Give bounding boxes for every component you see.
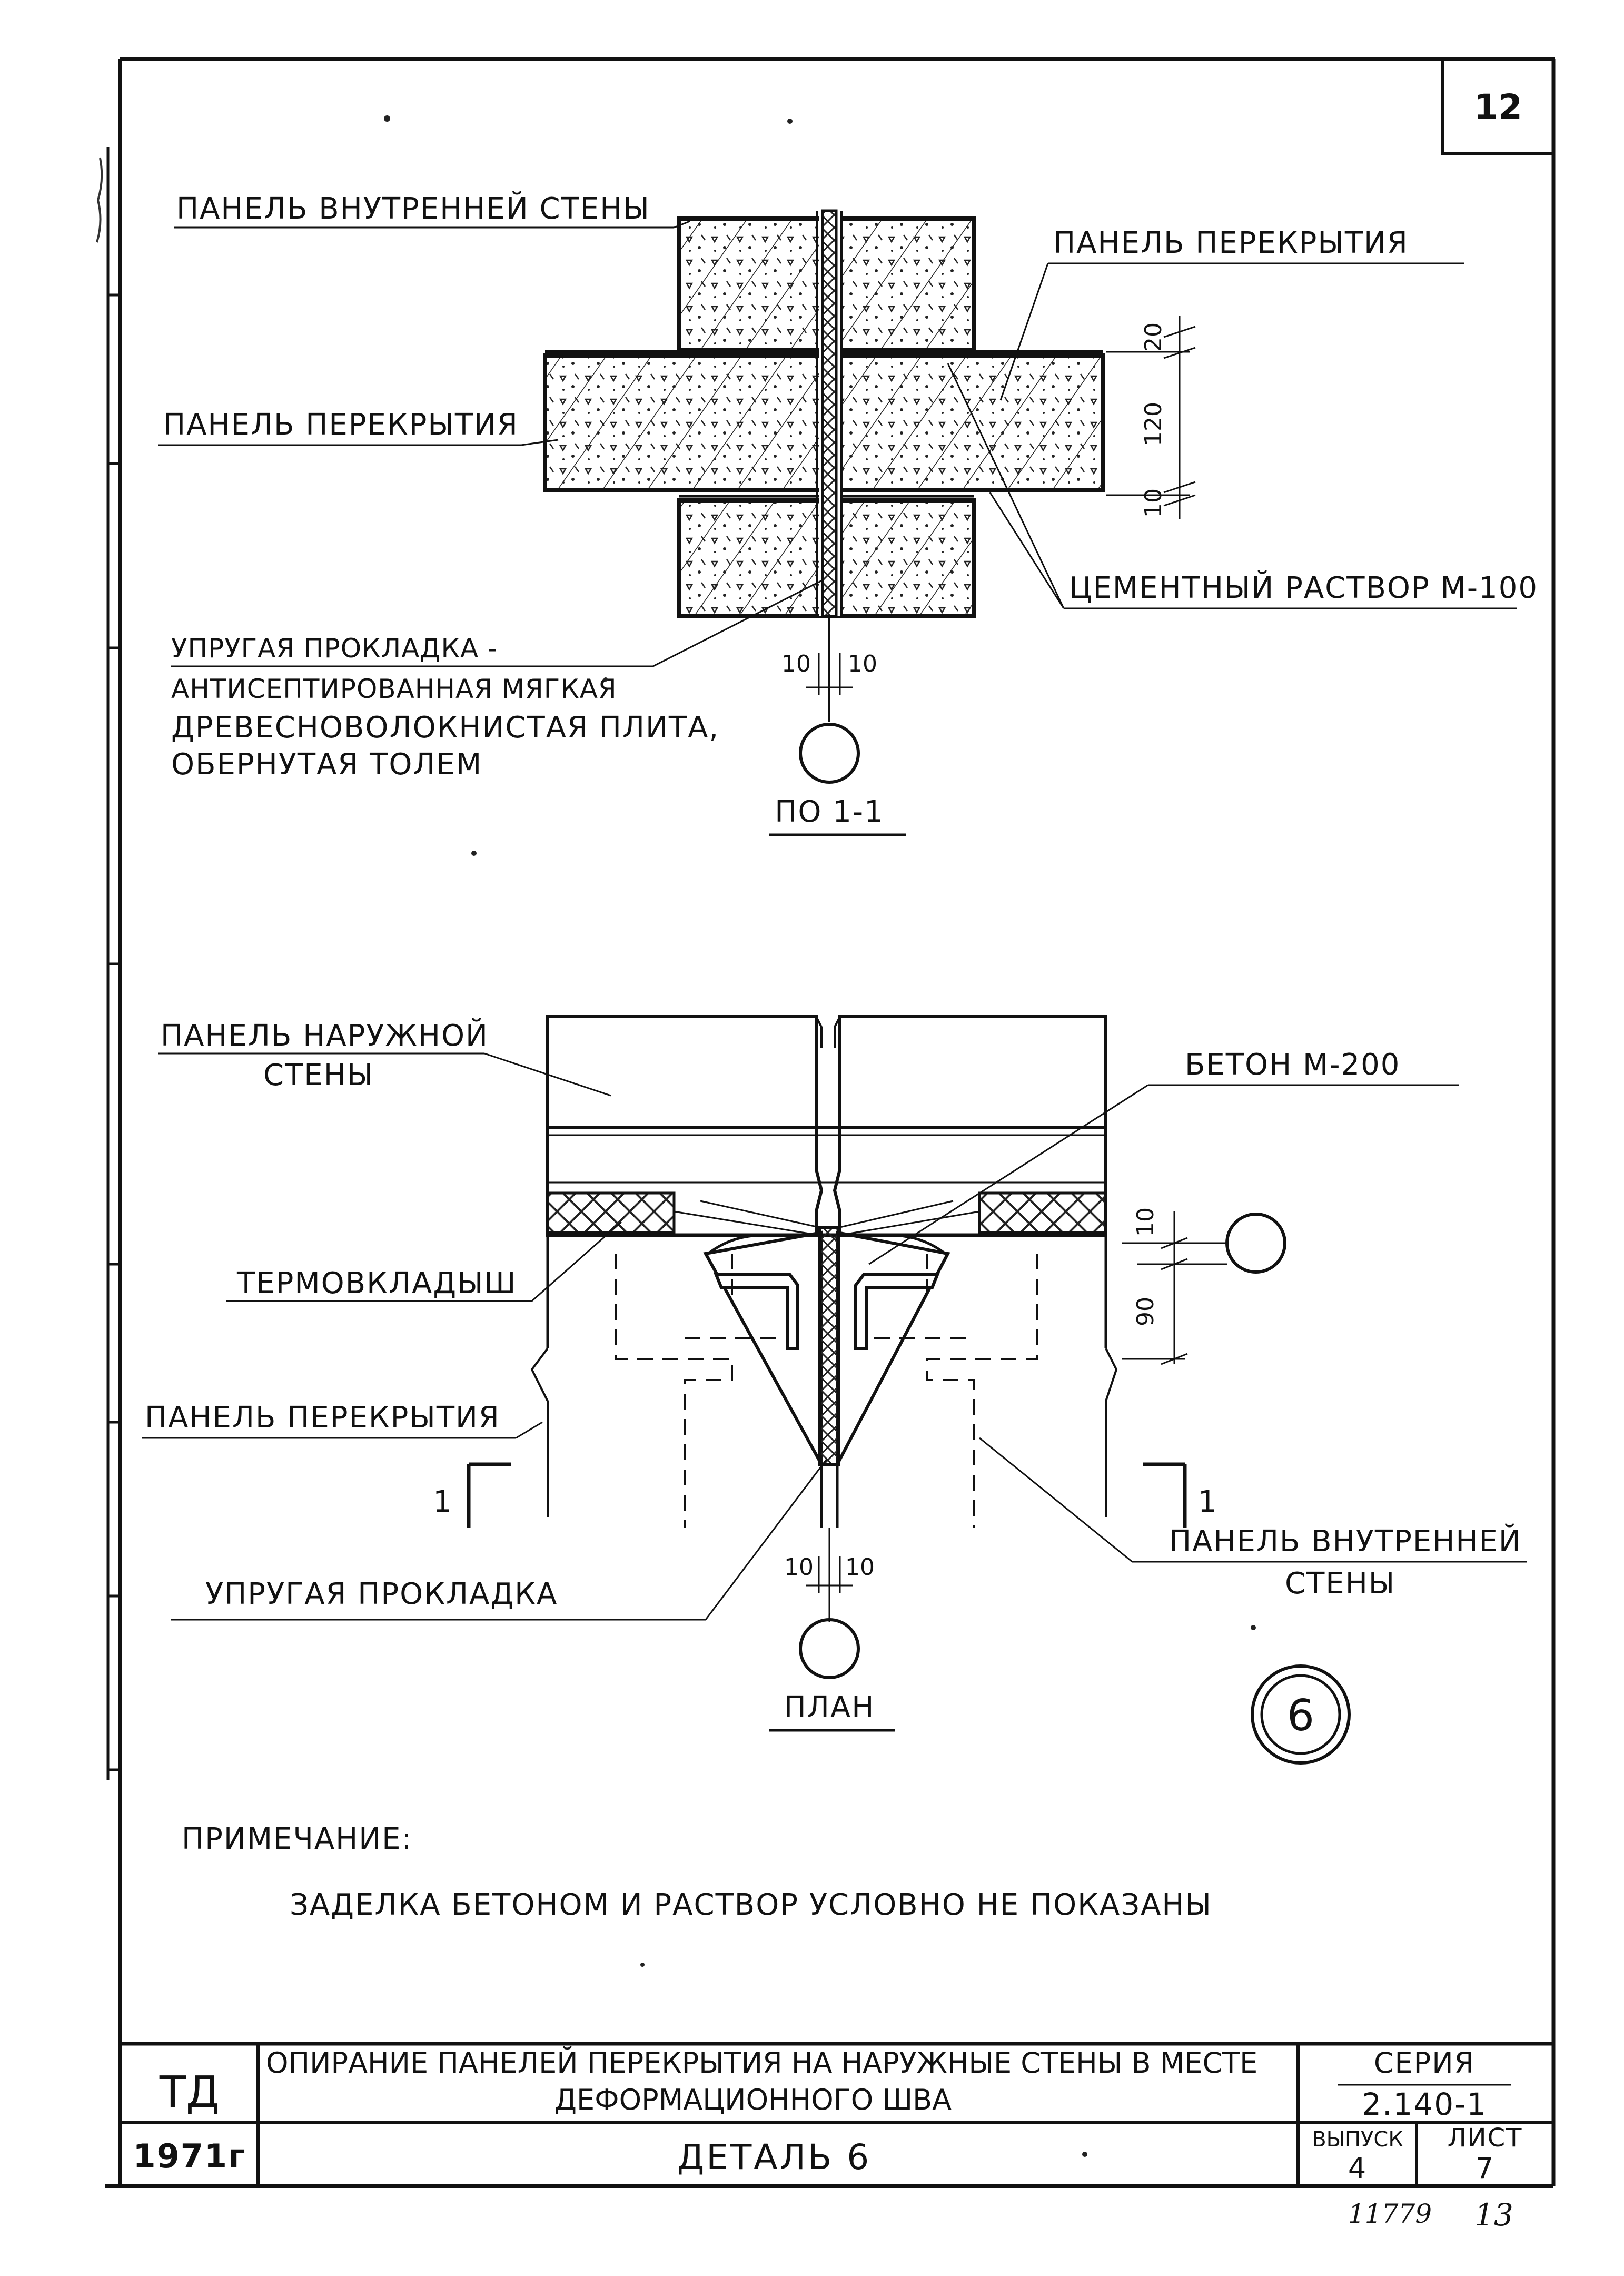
title-line1: ОПИРАНИЕ ПАНЕЛЕЙ ПЕРЕКРЫТИЯ НА НАРУЖНЫЕ … [266,2046,1257,2080]
label-gasket-line2: АНТИСЕПТИРОВАННАЯ МЯГКАЯ [171,674,617,704]
title-line2: ДЕФОРМАЦИОННОГО ШВА [554,2083,952,2116]
dim-120: 120 [1140,402,1167,446]
label-gasket-plan: УПРУГАЯ ПРОКЛАДКА [205,1577,558,1611]
section-view: 10 10 20 120 10 ПАНЕЛЬ ВНУТРЕННЕЙ СТЕНЫ … [158,191,1538,836]
plan-title: ПЛАН [784,1690,875,1725]
section-title: ПО 1-1 [775,795,884,829]
label-thermal-insert: ТЕРМОВКЛАДЫШ [236,1266,517,1300]
note: ПРИМЕЧАНИЕ: ЗАДЕЛКА БЕТОНОМ И РАСТВОР УС… [182,1822,1212,1922]
label-outer-wall-line2: СТЕНЫ [263,1058,374,1092]
label-outer-wall-line1: ПАНЕЛЬ НАРУЖНОЙ [161,1018,489,1053]
label-inner-wall-line1: ПАНЕЛЬ ВНУТРЕННЕЙ [1169,1524,1522,1559]
plan-gap-left-dim: 10 [784,1554,814,1581]
sheet-label: ЛИСТ [1448,2123,1523,2153]
label-gasket-line3: ДРЕВЕСНОВОЛОКНИСТАЯ ПЛИТА, [171,711,719,745]
label-floor-panel-plan: ПАНЕЛЬ ПЕРЕКРЫТИЯ [145,1401,500,1435]
dim-10: 10 [1140,488,1167,518]
label-concrete: БЕТОН М-200 [1185,1048,1400,1082]
year: 1971г [133,2137,246,2175]
handwritten-inventory: 11779 [1348,2199,1432,2229]
plan-dim-10: 10 [1132,1207,1159,1237]
section-mark-right: 1 [1198,1485,1218,1519]
note-text: ЗАДЕЛКА БЕТОНОМ И РАСТВОР УСЛОВНО НЕ ПОК… [290,1888,1212,1922]
plan-view: 1 1 10 10 10 90 ПАНЕЛЬ НАРУЖНОЙ СТЕНЫ БЕ… [142,1015,1527,1732]
issue-value: 4 [1348,2152,1367,2185]
plan-gap-right-dim: 10 [845,1554,875,1581]
label-inner-wall-line2: СТЕНЫ [1285,1566,1395,1601]
section-gap-left-dim: 10 [781,651,811,677]
sheet-number-box: 12 [1441,57,1555,155]
label-floor-panel-left: ПАНЕЛЬ ПЕРЕКРЫТИЯ [163,408,519,442]
dim-20: 20 [1140,322,1167,352]
sheet-frame [96,57,1556,2188]
series-value: 2.140-1 [1362,2086,1487,2122]
series-label: СЕРИЯ [1374,2046,1475,2080]
section-mark-left: 1 [433,1485,453,1519]
label-inner-wall-panel: ПАНЕЛЬ ВНУТРЕННЕЙ СТЕНЫ [176,191,650,226]
label-gasket-line4: ОБЕРНУТАЯ ТОЛЕМ [171,747,482,782]
label-gasket-line1: УПРУГАЯ ПРОКЛАДКА - [171,633,498,664]
detail-mark: 6 [1251,1664,1351,1765]
sheet-value: 7 [1476,2152,1494,2185]
label-floor-panel-right: ПАНЕЛЬ ПЕРЕКРЫТИЯ [1053,226,1409,260]
org-code: ТД [159,2067,220,2117]
section-gap-right-dim: 10 [848,651,877,677]
sheet-number: 12 [1474,87,1522,127]
detail-mark-number: 6 [1287,1691,1314,1741]
issue-label: ВЫПУСК [1312,2127,1403,2152]
plan-dim-90: 90 [1132,1297,1159,1326]
detail-name: ДЕТАЛЬ 6 [677,2137,872,2178]
handwritten-page: 13 [1474,2197,1513,2233]
title-block: ТД 1971г ОПИРАНИЕ ПАНЕЛЕЙ ПЕРЕКРЫТИЯ НА … [120,2042,1553,2186]
note-heading: ПРИМЕЧАНИЕ: [182,1822,412,1856]
scan-specks [384,115,1256,2157]
label-cement-mortar: ЦЕМЕНТНЫЙ РАСТВОР М-100 [1069,570,1538,605]
